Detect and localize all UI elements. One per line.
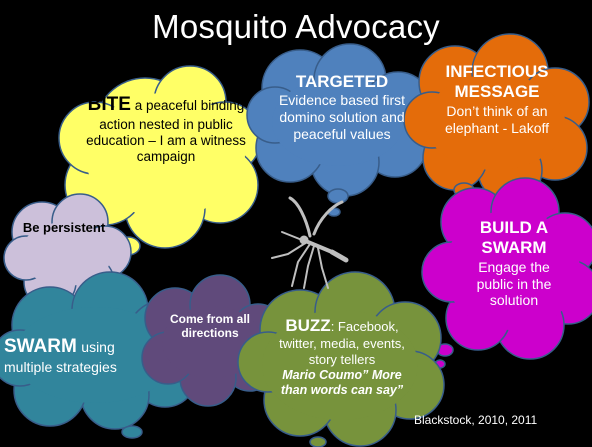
targeted-body: Evidence based first domino solution and…: [278, 92, 406, 142]
buzz-heading: BUZZ: [285, 316, 331, 335]
bite-heading: BITE: [87, 94, 131, 115]
infectious-text: INFECTIOUS MESSAGE Don’t think of an ele…: [432, 62, 562, 136]
infectious-heading: INFECTIOUS MESSAGE: [445, 62, 549, 102]
infectious-cloud: [403, 33, 590, 210]
swarm-body: multiple strategies: [4, 358, 117, 375]
buzz-body: : Facebook, twitter, media, events, stor…: [279, 319, 405, 367]
slide-title: Mosquito Advocacy: [152, 8, 440, 45]
buzz-quote: Mario Coumo” More than words can say”: [280, 367, 404, 397]
buzz-text: BUZZ: Facebook, twitter, media, events, …: [278, 316, 406, 398]
mosquito-illustration: [271, 196, 349, 289]
infectious-body: Don’t think of an elephant - Lakoff: [444, 102, 550, 136]
persistent-text: Be persistent: [22, 220, 106, 235]
bite-text: BITE a peaceful binding action nested in…: [86, 94, 246, 165]
build-body: Engage the public in the solution: [476, 258, 552, 309]
swarm-inline: using: [81, 339, 115, 355]
directions-text: Come from all directions: [169, 312, 250, 341]
bite-body: a peaceful binding action nested in publ…: [86, 98, 246, 165]
targeted-heading: TARGETED: [295, 72, 389, 91]
build-heading: BUILD A SWARM: [479, 218, 549, 258]
swarm-text: SWARM using multiple strategies: [4, 336, 174, 376]
swarm-heading: SWARM: [4, 336, 77, 357]
build-text: BUILD A SWARM Engage the public in the s…: [462, 218, 566, 309]
targeted-text: TARGETED Evidence based first domino sol…: [272, 72, 412, 143]
build-cloud: [421, 177, 592, 369]
credit-text: Blackstock, 2010, 2011: [414, 413, 538, 427]
buzz-cloud: [237, 271, 445, 447]
